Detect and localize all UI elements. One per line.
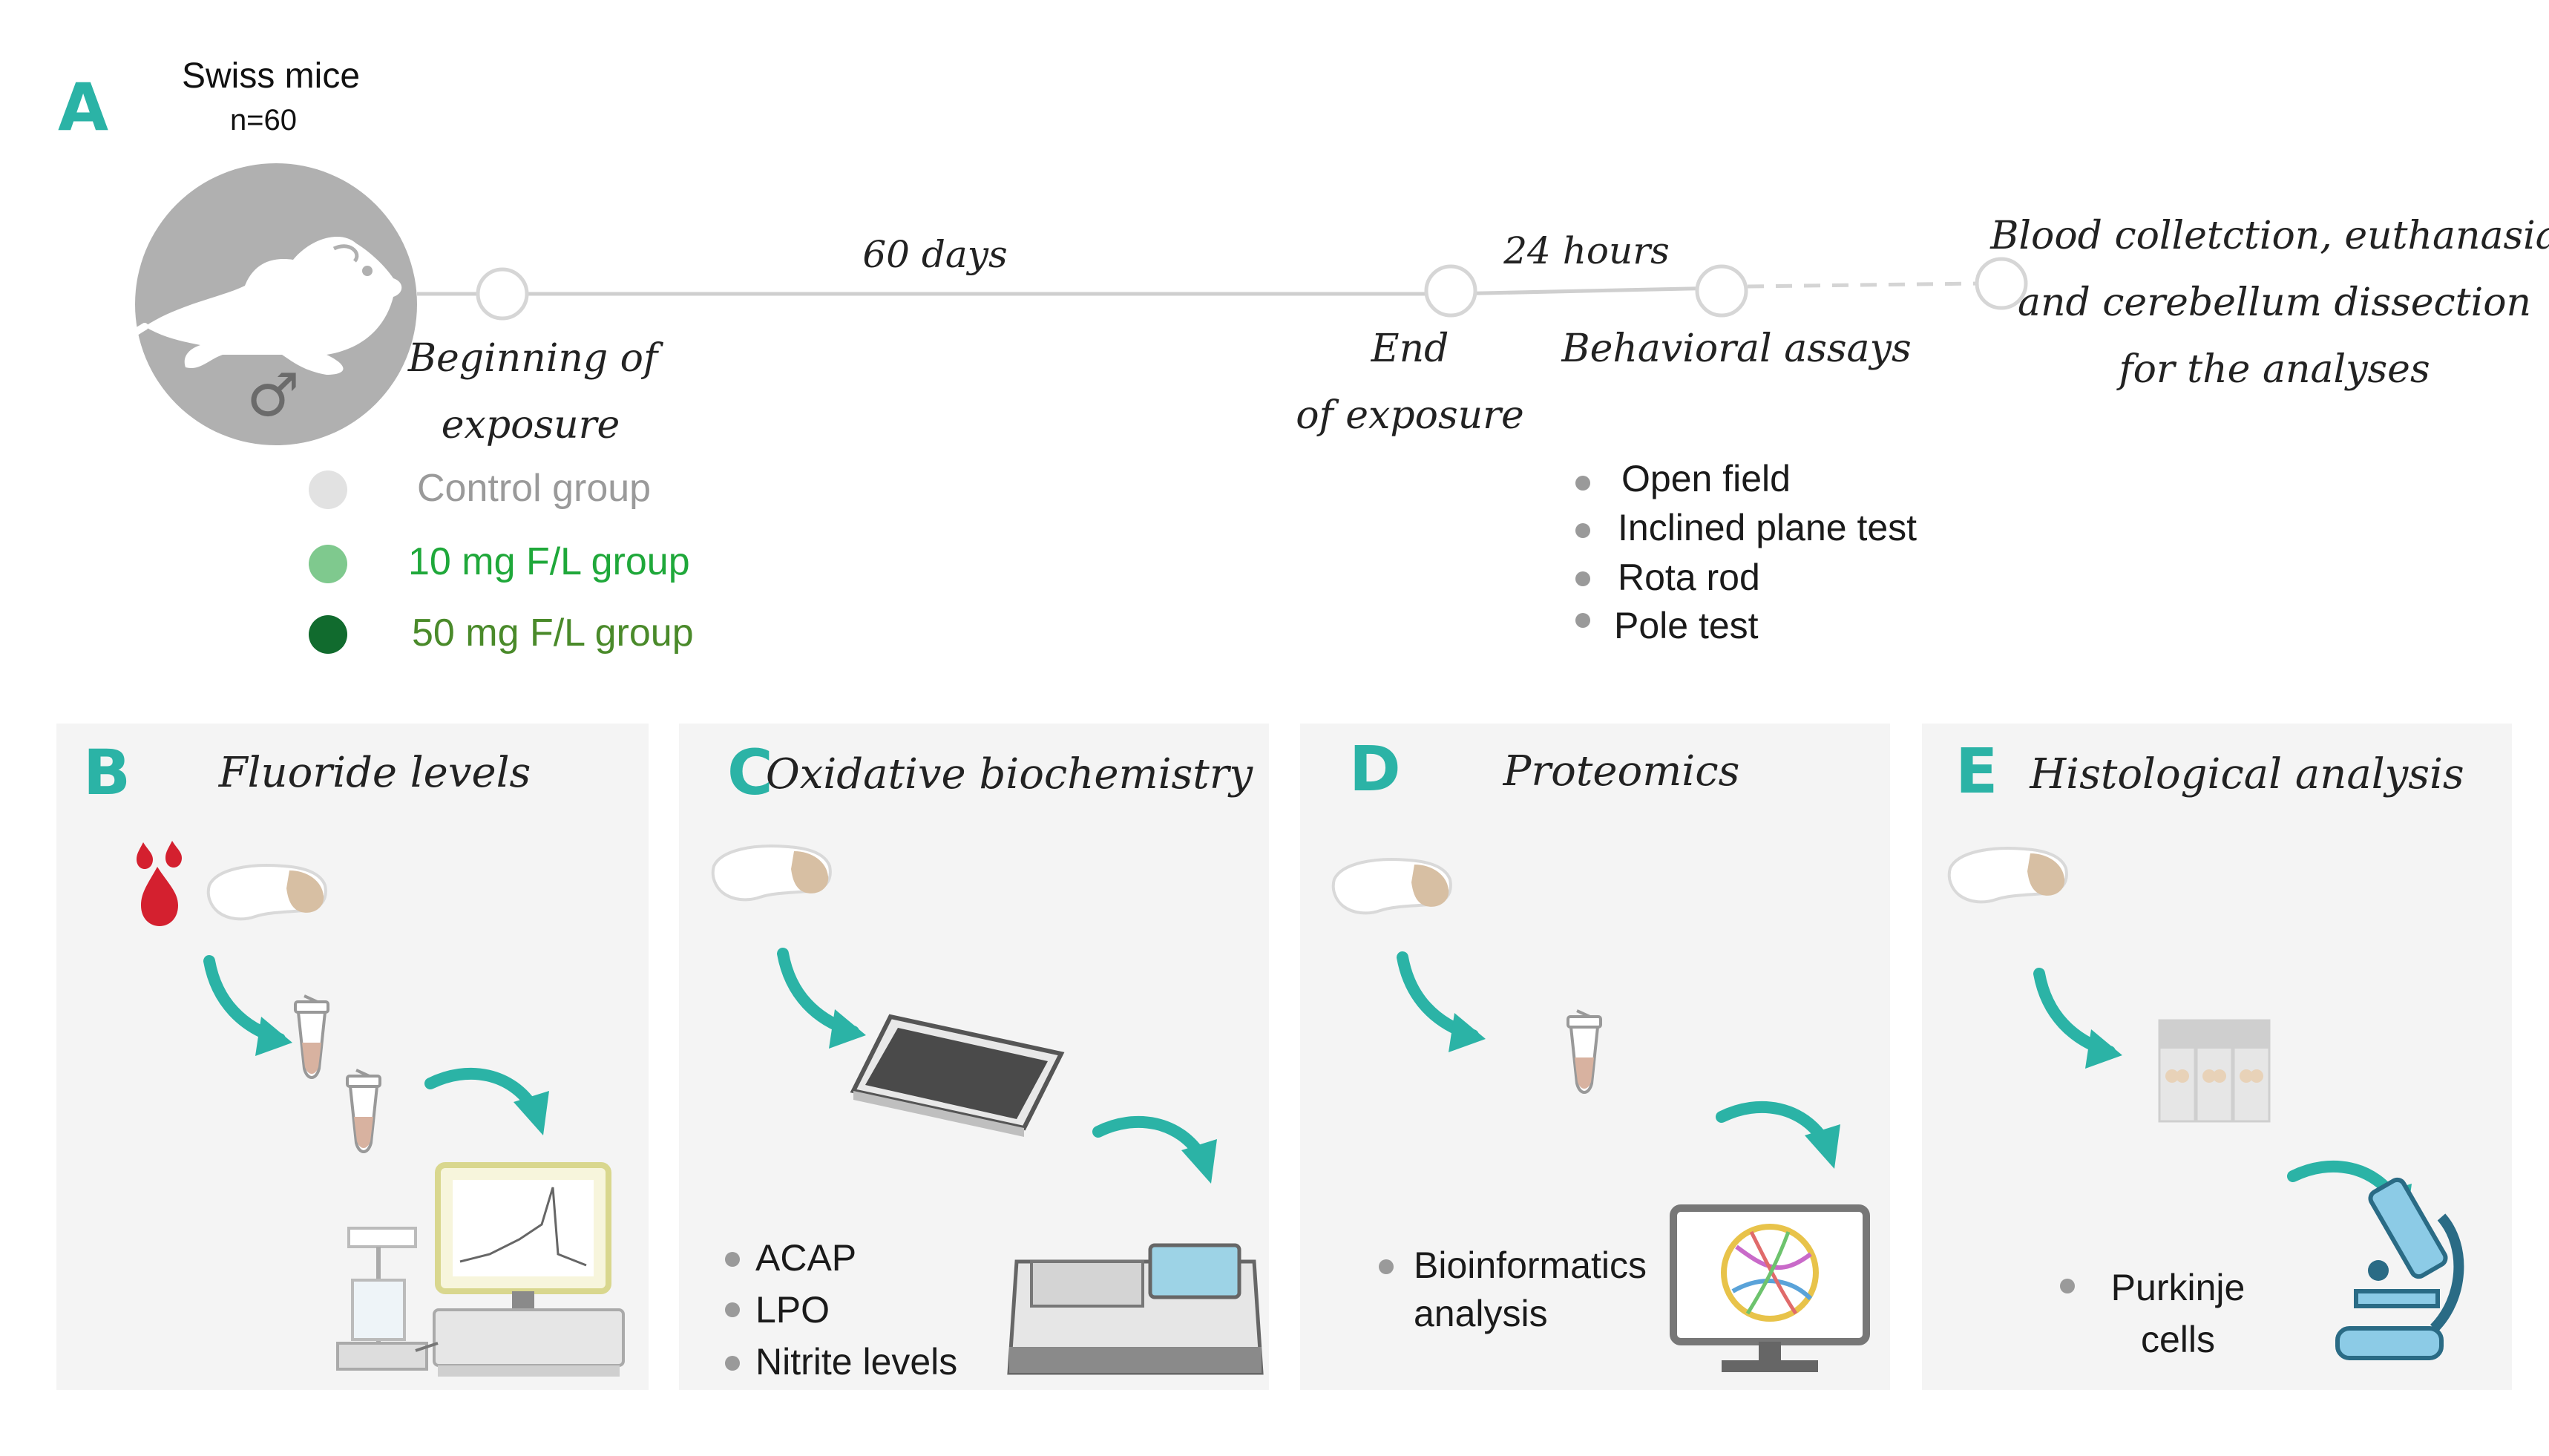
bioinformatics-label-2: analysis bbox=[1414, 1293, 1548, 1334]
group-dot-50mg bbox=[309, 615, 347, 654]
group-dot-control bbox=[309, 470, 347, 509]
brain-icon bbox=[206, 864, 327, 921]
panel-e-title: Histological analysis bbox=[2029, 750, 2464, 798]
timeline-dashed bbox=[1747, 281, 1978, 289]
behavior-label: Behavioral assays bbox=[1561, 327, 1911, 371]
microscope-icon bbox=[2335, 1177, 2464, 1360]
panel-c-letter: C bbox=[727, 736, 773, 809]
electrode-stand-icon bbox=[336, 1227, 428, 1371]
milestone-beginning bbox=[476, 267, 529, 321]
assay-item: Rota rod bbox=[1618, 557, 1760, 598]
brain-icon bbox=[1947, 847, 2068, 904]
final-label-2: and cerebellum dissection bbox=[2018, 281, 2531, 325]
end-label-1: End bbox=[1371, 327, 1449, 371]
blood-drop-icon bbox=[137, 841, 182, 926]
brain-icon bbox=[711, 845, 832, 902]
mice-title: Swiss mice bbox=[182, 56, 360, 96]
mouse-icon bbox=[85, 237, 402, 375]
microscope-slides-icon bbox=[2158, 1019, 2271, 1123]
milestone-final bbox=[1975, 257, 2028, 310]
panel-c: C Oxidative biochemistry ACAP LPO Nitrit… bbox=[679, 724, 1269, 1390]
panel-b: B Fluoride levels bbox=[56, 724, 649, 1390]
purkinje-label-1: Purkinje bbox=[2111, 1267, 2245, 1308]
assay-item: Inclined plane test bbox=[1618, 507, 1917, 548]
panel-c-items: ACAP LPO Nitrite levels bbox=[725, 1237, 957, 1383]
milestone-behavior bbox=[1695, 264, 1748, 318]
panel-a: A Swiss mice n=60 ♂ 60 days 24 hours Beg… bbox=[58, 56, 2549, 655]
measure-item: ACAP bbox=[755, 1237, 856, 1279]
mice-count: n=60 bbox=[230, 104, 297, 137]
assay-item: Pole test bbox=[1614, 605, 1759, 646]
group-legend: Control group 10 mg F/L group 50 mg F/L … bbox=[309, 467, 694, 655]
computer-monitor-icon bbox=[415, 1162, 625, 1377]
panel-d-title: Proteomics bbox=[1503, 747, 1740, 796]
microplate-icon bbox=[850, 1014, 1065, 1137]
bullet-icon bbox=[2060, 1279, 2075, 1293]
brain-icon bbox=[1331, 858, 1452, 915]
purkinje-label-2: cells bbox=[2141, 1319, 2215, 1360]
bioinformatics-label-1: Bioinformatics bbox=[1414, 1245, 1647, 1286]
end-label-2: of exposure bbox=[1296, 393, 1524, 438]
group-dot-10mg bbox=[309, 545, 347, 583]
beginning-label-1: Beginning of bbox=[407, 336, 663, 381]
timeline-line-2 bbox=[1450, 286, 1722, 296]
beginning-label-2: exposure bbox=[442, 403, 620, 447]
panel-d: D Proteomics Bioinformatics analysis bbox=[1300, 724, 1890, 1390]
panel-b-letter: B bbox=[83, 736, 131, 809]
male-symbol-icon: ♂ bbox=[246, 361, 300, 430]
panel-b-title: Fluoride levels bbox=[218, 749, 531, 797]
duration-exposure: 60 days bbox=[862, 233, 1007, 276]
duration-rest: 24 hours bbox=[1503, 229, 1670, 272]
final-label-3: for the analyses bbox=[2116, 347, 2430, 392]
assay-item: Open field bbox=[1621, 458, 1791, 499]
group-label-50mg: 50 mg F/L group bbox=[412, 611, 694, 655]
panel-c-title: Oxidative biochemistry bbox=[766, 750, 1254, 798]
panel-d-letter: D bbox=[1349, 732, 1401, 805]
group-label-control: Control group bbox=[417, 467, 651, 510]
assay-list: Open field Inclined plane test Rota rod … bbox=[1575, 458, 1917, 646]
milestone-end bbox=[1424, 264, 1477, 318]
group-label-10mg: 10 mg F/L group bbox=[408, 540, 690, 583]
final-label-1: Blood colletction, euthanasia bbox=[1989, 214, 2549, 258]
spectrophotometer-icon bbox=[1007, 1243, 1264, 1375]
computer-monitor-icon bbox=[1670, 1204, 1870, 1372]
measure-item: LPO bbox=[755, 1289, 830, 1331]
panel-e: E Histological analysis Purkinje cells bbox=[1922, 724, 2512, 1390]
bullet-icon bbox=[1379, 1259, 1394, 1274]
panel-e-letter: E bbox=[1955, 735, 1998, 807]
measure-item: Nitrite levels bbox=[755, 1341, 957, 1383]
panel-a-letter: A bbox=[58, 69, 108, 145]
